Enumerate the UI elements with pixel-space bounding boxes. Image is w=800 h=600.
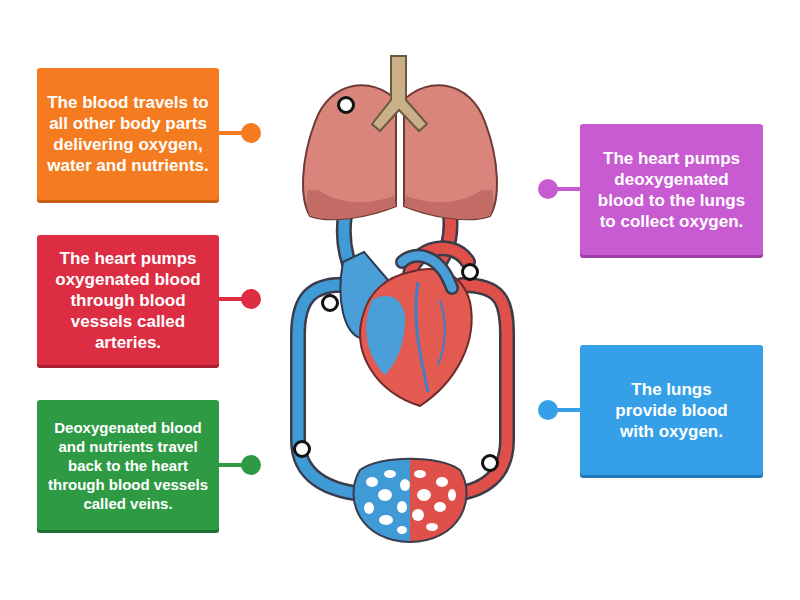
target-marker (339, 98, 354, 113)
left-lung (303, 85, 396, 219)
leader-dot (538, 400, 558, 420)
label-text: Deoxygenated blood and nutrients travel … (45, 418, 211, 513)
target-marker (463, 265, 478, 280)
capillary-hole (366, 477, 378, 487)
label-text: The heart pumps oxygenated blood through… (47, 248, 209, 353)
label-box: The blood travels to all other body part… (37, 68, 219, 200)
capillary-hole (379, 515, 393, 525)
label-text: The lungs provide blood with oxygen. (604, 379, 739, 442)
capillary-hole (426, 523, 438, 531)
leader-dot (241, 123, 261, 143)
pulmonary-trunk-outline (402, 256, 452, 288)
target-marker (323, 296, 338, 311)
capillary-bed (353, 459, 410, 542)
label-text: The heart pumps deoxygenated blood to th… (590, 148, 753, 232)
label-box: The heart pumps oxygenated blood through… (37, 235, 219, 365)
target-marker (295, 442, 310, 457)
label-box: The lungs provide blood with oxygen. (580, 345, 763, 475)
capillary-hole (436, 477, 448, 487)
right-ventricle (366, 296, 405, 375)
capillary-hole (417, 489, 431, 501)
label-box: The heart pumps deoxygenated blood to th… (580, 124, 763, 255)
capillary-holes (364, 470, 456, 534)
coronary-vessel (416, 282, 428, 392)
trachea (372, 56, 427, 131)
leader-dot (538, 179, 558, 199)
leader-dot (241, 455, 261, 475)
capillary-outline (353, 459, 466, 542)
coronary-vessel (438, 300, 445, 365)
capillary-hole (448, 489, 456, 501)
heart (340, 248, 471, 406)
capillary-bed (353, 459, 466, 542)
capillary-hole (397, 526, 407, 534)
leader-dot (241, 289, 261, 309)
capillary-hole (397, 501, 407, 513)
target-markers (295, 98, 498, 471)
lung-shade (307, 190, 396, 219)
label-box: Deoxygenated blood and nutrients travel … (37, 400, 219, 530)
capillary-bed (410, 459, 467, 542)
capillary-hole (412, 509, 424, 521)
target-marker (483, 456, 498, 471)
capillary-hole (378, 489, 392, 501)
capillary-hole (414, 470, 426, 478)
vessel-outline (298, 215, 507, 495)
capillary-hole (364, 502, 374, 514)
right-lung (404, 85, 497, 219)
leader-lines (219, 123, 580, 475)
label-text: The blood travels to all other body part… (47, 92, 209, 176)
capillary-hole (400, 479, 410, 491)
capillary-hole (384, 470, 396, 478)
pulmonary-trunk (402, 256, 452, 288)
capillary-hole (434, 502, 446, 512)
lung-shade (404, 190, 493, 219)
